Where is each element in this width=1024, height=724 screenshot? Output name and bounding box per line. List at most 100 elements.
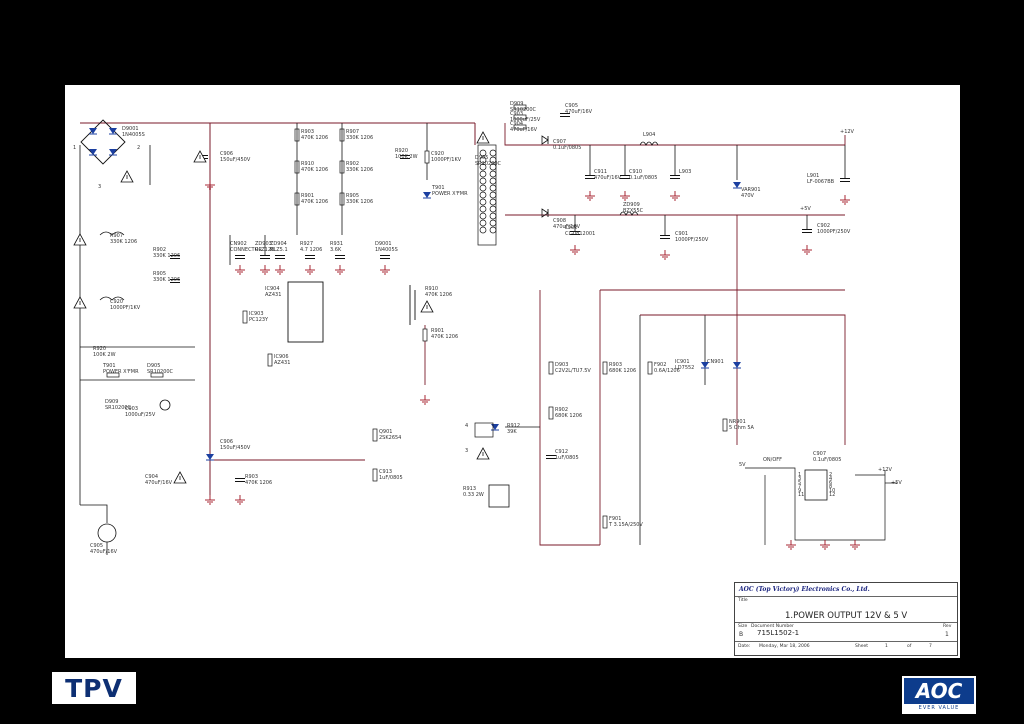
ac-inlet-connector — [97, 523, 117, 543]
component-label: 1000uF/25V — [510, 117, 541, 123]
component-label: R931 — [330, 241, 343, 247]
component-label: Q901 — [379, 429, 392, 435]
component-label: 8 — [829, 484, 832, 490]
transformer-winding — [489, 170, 497, 178]
component-label: 330K 1206 — [110, 239, 137, 245]
company-name: AOC (Top Victory) Electronics Co., Ltd. — [739, 586, 870, 593]
diode-symbol — [423, 192, 431, 198]
component-label: SR10200C — [510, 107, 537, 113]
component-label: 470uF/16V — [594, 175, 622, 181]
component-label: 470K 1206 — [425, 292, 452, 298]
title-label: Title — [738, 598, 748, 603]
component-label: LF-0067BB — [807, 179, 835, 185]
component-label: 470uF/16V — [553, 224, 581, 230]
component-label: 0.6A/1206 — [654, 368, 680, 374]
transformer-winding — [489, 163, 497, 171]
component-label: 2SK2654 — [379, 435, 401, 441]
component-label: 470K 1206 — [431, 334, 458, 340]
transformer-winding — [479, 205, 487, 213]
component-label: ZD903 — [255, 241, 272, 247]
component-label: ZD904 — [270, 241, 287, 247]
size-label: Size — [738, 624, 748, 629]
diode-symbol — [701, 362, 709, 368]
net-on-off-label: ON/OFF — [763, 457, 782, 463]
component-label: 7 — [798, 484, 801, 490]
component-label: NR901 — [729, 419, 746, 425]
component-label: 1N4005S — [375, 247, 398, 253]
component-label: CONNECTOR — [230, 247, 263, 253]
component-label: D9001 — [122, 126, 139, 132]
component-label: R903 — [301, 129, 314, 135]
component-label: ZD909 — [623, 202, 640, 208]
component-label: C905 — [565, 103, 578, 109]
component-label: C903 — [510, 111, 523, 117]
component-label: 470K 1206 — [301, 199, 328, 205]
net-5v-label: +5V — [800, 206, 811, 212]
component-label: R905 — [346, 193, 359, 199]
component-label: F901 — [609, 516, 621, 522]
component-label: 150uF/450V — [220, 445, 251, 451]
resistor-symbol — [106, 372, 120, 378]
ic-shunt-regulator — [488, 484, 510, 508]
component-label: SR10200C — [147, 369, 174, 375]
component-label: 470uF/16V — [145, 480, 173, 486]
component-label: AZ431 — [265, 292, 281, 298]
transformer-winding — [489, 205, 497, 213]
inductor — [619, 211, 639, 216]
component-label: C910 — [629, 169, 642, 175]
component-label: R901 — [301, 193, 314, 199]
diode-symbol — [541, 135, 549, 145]
component-label: 11 — [798, 492, 804, 498]
component-label: 470V — [741, 193, 755, 199]
transformer-winding — [479, 184, 487, 192]
component-label: 150uF/450V — [220, 157, 251, 163]
transformer-winding — [479, 191, 487, 199]
sheet-label: Sheet — [855, 644, 869, 649]
output-connector — [804, 469, 828, 501]
component-label: 1uF/0805 — [379, 475, 403, 481]
date-label: Date: — [738, 644, 751, 649]
component-label: 0.1uF/0805 — [553, 145, 581, 151]
component-label: T901 — [102, 363, 116, 369]
component-label: 10 — [829, 488, 835, 494]
of-value: 7 — [929, 644, 932, 649]
component-label: R920 — [93, 346, 106, 352]
component-label: C902 — [817, 223, 830, 229]
diode-symbol — [541, 208, 549, 218]
resistor-symbol — [513, 124, 527, 130]
component-label: R910 — [301, 161, 314, 167]
resistor-symbol — [722, 418, 728, 432]
transformer-winding — [489, 226, 497, 234]
component-label: C906 — [220, 439, 233, 445]
component-label: R920 — [395, 148, 408, 154]
component-label: RLZ5.1 — [270, 247, 288, 253]
component-label: C920 — [431, 151, 444, 157]
component-label: R912 — [507, 423, 520, 429]
transformer-winding — [489, 184, 497, 192]
component-label: C911 — [594, 169, 607, 175]
transformer-winding — [489, 219, 497, 227]
resistor-symbol — [548, 361, 554, 375]
component-label: 470K 1206 — [301, 135, 328, 141]
diode-symbol — [89, 128, 97, 134]
component-label: BZX55C — [623, 208, 644, 214]
component-label: D905 — [475, 155, 488, 161]
component-label: 5 — [798, 480, 801, 486]
aoc-logo: AOC EVER VALUE — [902, 676, 976, 714]
component-label: IC903 — [249, 311, 264, 317]
component-label: 4 — [829, 476, 832, 482]
component-label: 5 Ohm 5A — [729, 425, 755, 431]
transformer-winding — [489, 149, 497, 157]
component-label: R907 — [110, 233, 123, 239]
component-label: AZ431 — [274, 360, 290, 366]
component-label: C907 — [553, 139, 566, 145]
component-label: 1000uF/25V — [125, 412, 156, 418]
component-label: 0.1uF/0805 — [813, 457, 841, 463]
component-label: 330K 1206 — [346, 135, 373, 141]
resistor-symbol — [647, 361, 653, 375]
component-label: 6 — [829, 480, 832, 486]
resistor-symbol — [422, 328, 428, 342]
component-label: F902 — [654, 362, 666, 368]
